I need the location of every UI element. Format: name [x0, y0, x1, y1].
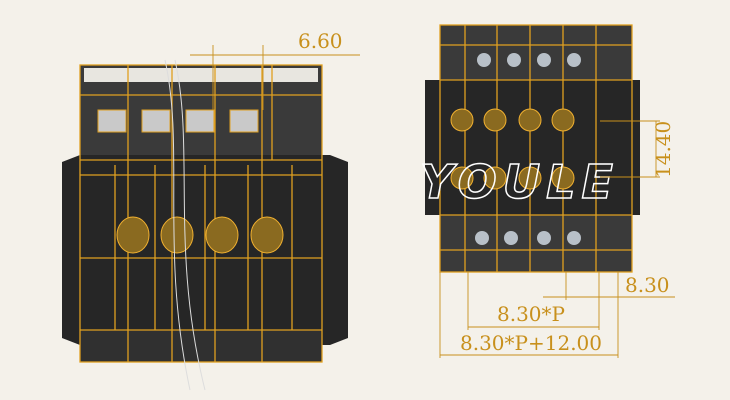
base — [80, 330, 322, 362]
dim-pitch-label: 8.30 — [625, 273, 670, 297]
side-outlines — [439, 24, 633, 273]
dim-pitch-p-label: 8.30*P — [497, 302, 565, 326]
front-view: 6.60 — [62, 29, 360, 391]
front-outlines — [79, 64, 323, 363]
top-cover — [84, 68, 318, 82]
dimension-top-pitch — [190, 45, 360, 110]
side-body — [425, 80, 640, 215]
watermark-logo: YOULE — [420, 155, 619, 209]
dim-overall-width-label: 8.30*P+12.00 — [460, 331, 602, 355]
side-dimensions — [439, 120, 675, 358]
side-view: YOULE 14.40 8.30 8.30*P 8.30*P+12.00 — [419, 24, 675, 358]
dim-top-pitch-label: 6.60 — [298, 29, 343, 53]
dim-vertical-pitch-label: 14.40 — [651, 121, 675, 178]
side-screws — [450, 53, 581, 245]
front-screws — [97, 109, 284, 254]
